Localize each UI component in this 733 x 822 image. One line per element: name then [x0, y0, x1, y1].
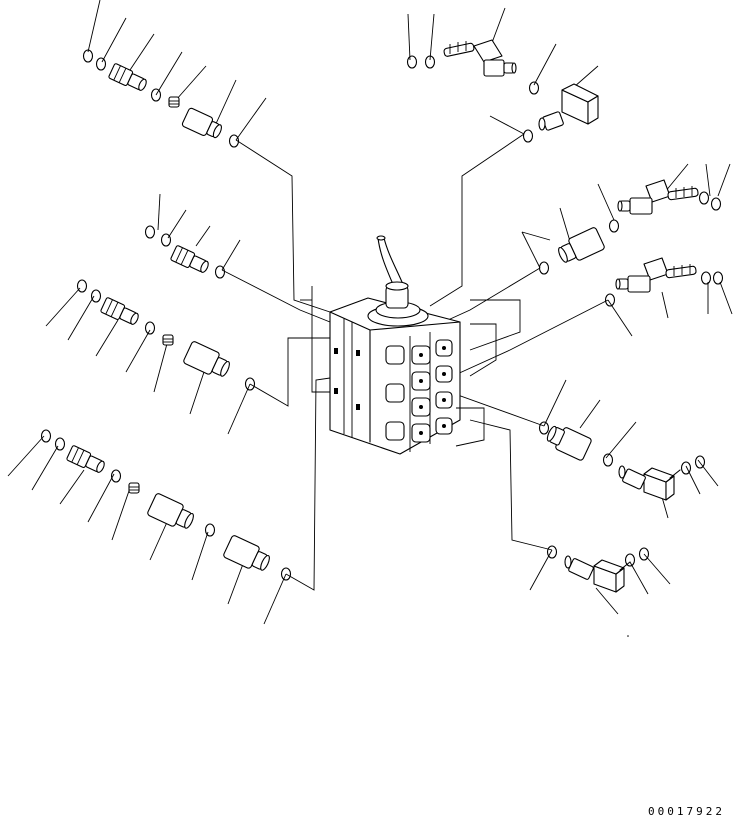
reducer-icon	[147, 107, 605, 571]
drawing-number: 00017922	[648, 805, 725, 818]
hose-barb-fitting-icon	[443, 39, 699, 293]
plug-icon	[128, 96, 180, 494]
elbow-icon	[538, 83, 681, 593]
straight-adapter-icon	[66, 63, 209, 473]
control-valve-block	[300, 235, 521, 455]
